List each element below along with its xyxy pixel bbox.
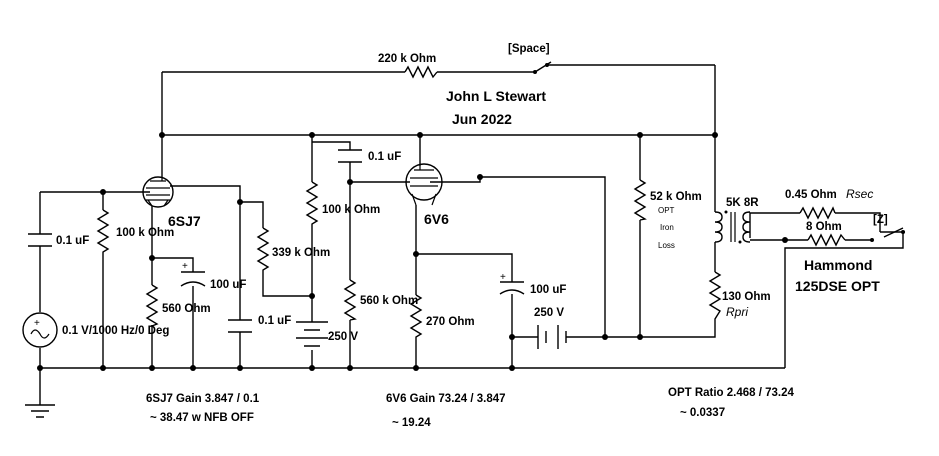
opt-primary-resistor <box>708 271 722 322</box>
svg-text:+: + <box>34 318 40 329</box>
opt-secondary-name-label: Rsec <box>846 187 873 201</box>
grid-leak-resistor <box>96 209 110 260</box>
opt-secondary-resistance-label: 0.45 Ohm <box>785 189 837 201</box>
6v6-cathode-resistor-label: 270 Ohm <box>426 316 475 328</box>
iron-loss-note-1: OPT <box>658 206 675 215</box>
6sj7-screen-cap-label: 0.1 uF <box>258 315 291 327</box>
6sj7-screen-capacitor <box>228 319 252 333</box>
opt-secondary-resistor <box>799 206 836 220</box>
input-coupling-capacitor <box>28 233 52 247</box>
input-cap-label: 0.1 uF <box>56 235 89 247</box>
6v6-cathode-resistor <box>409 294 423 340</box>
stage1-gain-line1: 6SJ7 Gain 3.847 / 0.1 <box>146 393 260 405</box>
output-transformer-symbol <box>714 210 751 244</box>
stage1-supply-battery <box>296 321 328 347</box>
6sj7-tube-symbol <box>142 176 174 208</box>
load-label: 8 Ohm <box>806 221 842 233</box>
transformer-label: 5K 8R <box>726 197 759 209</box>
svg-text:+: + <box>182 261 188 272</box>
6v6-cathode-capacitor: + <box>499 272 525 295</box>
6v6-tube-symbol <box>405 163 443 206</box>
load-resistor <box>807 233 846 247</box>
iron-loss-resistor-label: 52 k Ohm <box>650 191 702 203</box>
feedback-resistor-label: 220 k Ohm <box>378 53 436 65</box>
6v6-tube-label: 6V6 <box>424 211 449 227</box>
stage2-gain-line2: ~ 19.24 <box>392 417 431 429</box>
load-switch[interactable] <box>870 230 905 242</box>
author-name: John L Stewart <box>446 88 546 104</box>
stage2-coupling-capacitor <box>338 149 362 163</box>
feedback-switch[interactable] <box>533 61 552 74</box>
opt-ratio-line2: ~ 0.0337 <box>680 407 725 419</box>
stage1-supply-label: 250 V <box>328 331 358 343</box>
load-switch-key: [Z] <box>873 214 888 226</box>
stage2-gain-line1: 6V6 Gain 73.24 / 3.847 <box>386 393 506 405</box>
6sj7-cathode-resistor-label: 560 Ohm <box>162 303 211 315</box>
ac-source-symbol: + <box>22 312 58 348</box>
iron-loss-note-3: Loss <box>658 241 675 250</box>
6sj7-screen-resistor-label: 339 k Ohm <box>272 247 330 259</box>
svg-text:+: + <box>500 272 506 283</box>
6sj7-cathode-cap-label: 100 uF <box>210 279 246 291</box>
6v6-cathode-cap-label: 100 uF <box>530 284 566 296</box>
iron-loss-note-2: Iron <box>660 223 674 232</box>
6sj7-plate-resistor-label: 100 k Ohm <box>322 204 380 216</box>
stage1-gain-line2: ~ 38.47 w NFB OFF <box>150 412 254 424</box>
opt-name-line2: 125DSE OPT <box>795 278 880 294</box>
6sj7-cathode-resistor <box>145 284 159 328</box>
junction-dots <box>37 132 788 371</box>
6v6-grid-resistor <box>343 279 357 321</box>
grid-leak-label: 100 k Ohm <box>116 227 174 239</box>
stage2-supply-battery <box>537 325 567 349</box>
opt-ratio-line1: OPT Ratio 2.468 / 73.24 <box>668 387 795 399</box>
iron-loss-resistor <box>633 179 647 221</box>
opt-primary-resistance-label: 130 Ohm <box>722 291 771 303</box>
author-date: Jun 2022 <box>452 111 512 127</box>
6v6-grid-resistor-label: 560 k Ohm <box>360 295 418 307</box>
6sj7-screen-resistor <box>256 227 270 278</box>
6sj7-cathode-capacitor: + <box>180 261 206 287</box>
feedback-switch-key: [Space] <box>508 43 550 55</box>
stage2-coupling-cap-label: 0.1 uF <box>368 151 401 163</box>
6sj7-tube-label: 6SJ7 <box>168 213 201 229</box>
ground-symbol <box>25 404 55 418</box>
stage2-supply-label: 250 V <box>534 307 564 319</box>
feedback-resistor <box>404 65 438 79</box>
6sj7-plate-resistor <box>305 181 319 236</box>
opt-primary-name-label: Rpri <box>726 305 748 319</box>
source-label: 0.1 V/1000 Hz/0 Deg <box>62 325 169 337</box>
opt-name-line1: Hammond <box>804 257 872 273</box>
